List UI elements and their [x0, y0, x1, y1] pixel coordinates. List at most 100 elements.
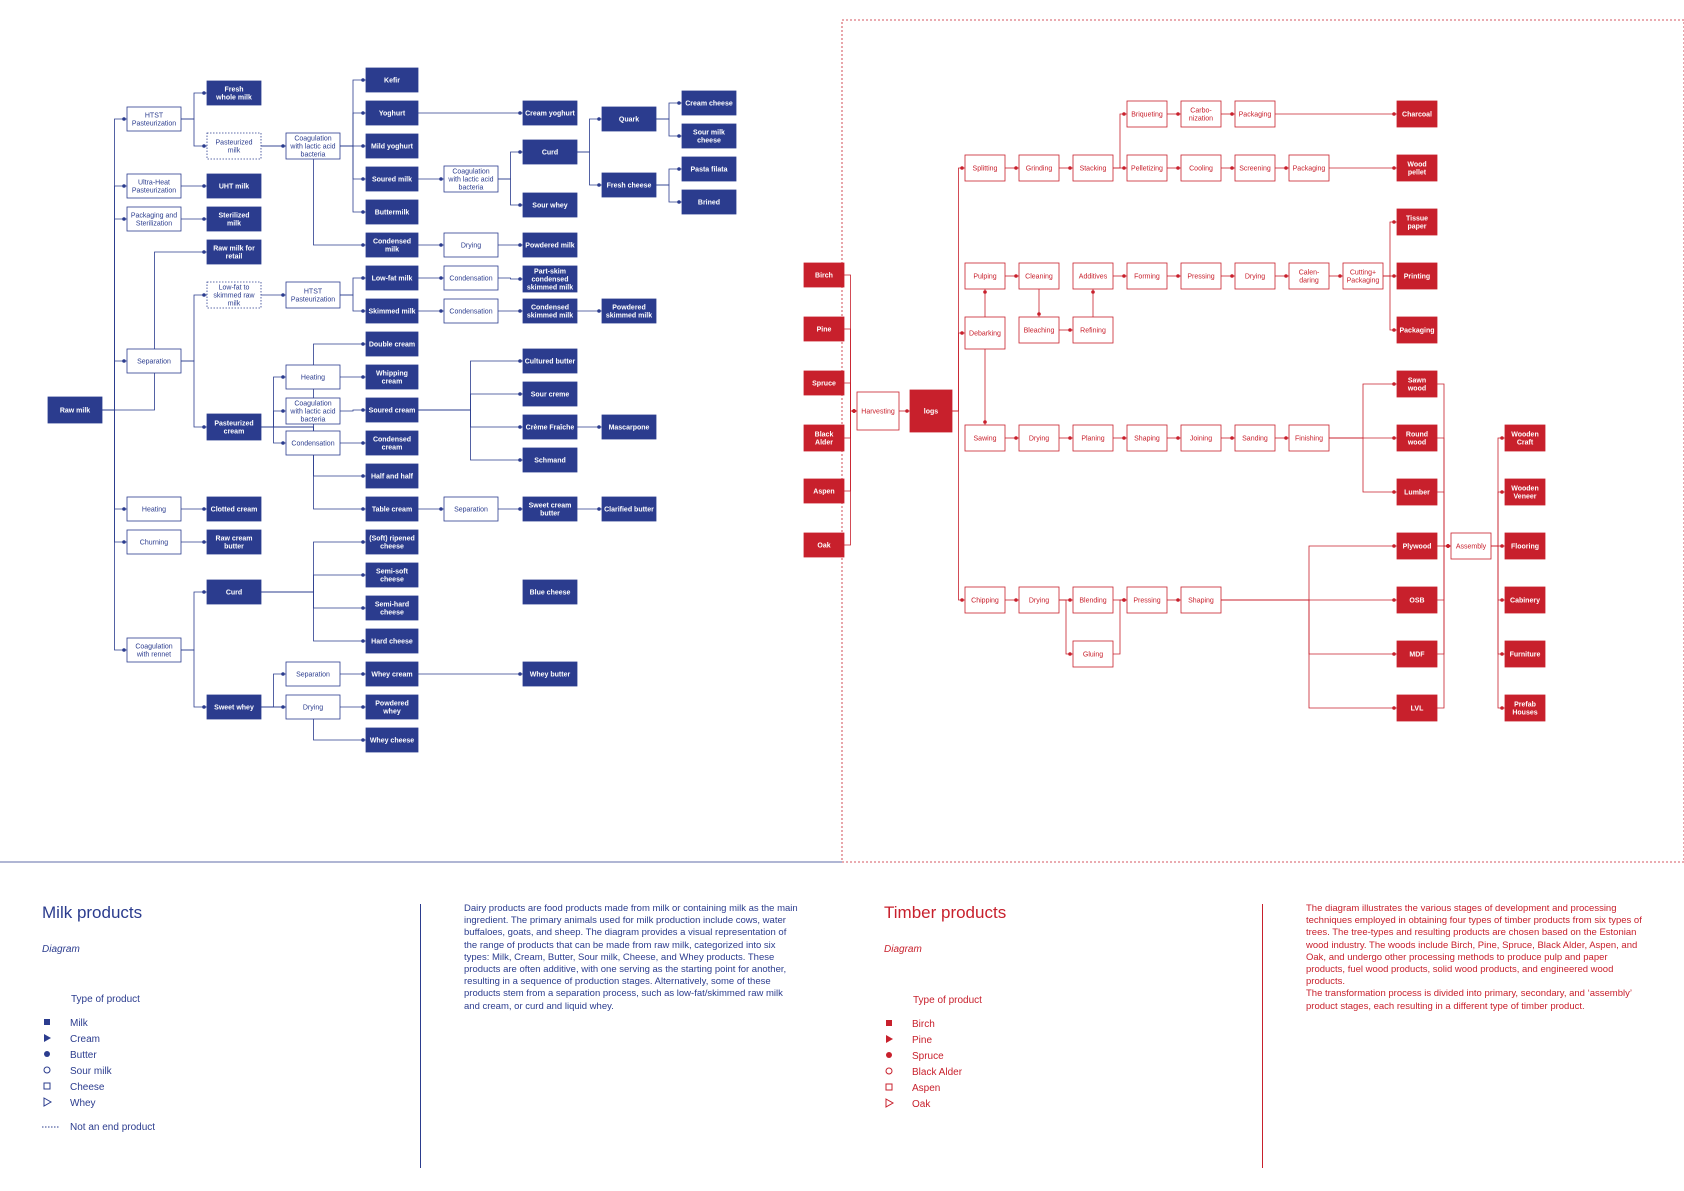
- edge-logs-chip: [952, 410, 965, 601]
- connector-dot: [1392, 220, 1396, 224]
- node-box: [522, 381, 578, 407]
- node-buttermilk: Buttermilk: [365, 199, 419, 225]
- node-box: [206, 132, 262, 160]
- node-box: [1018, 586, 1060, 614]
- node-label: Yoghurt: [379, 110, 406, 117]
- edge-raw-sep: [102, 360, 127, 411]
- milk-edges: [102, 78, 682, 742]
- node-shaping: Shaping: [1180, 586, 1222, 614]
- connector-dot: [202, 293, 206, 297]
- node-label: Carbo-nization: [1189, 107, 1213, 122]
- node-box: [803, 316, 845, 342]
- node-box: [1504, 586, 1546, 614]
- connector-dot: [202, 184, 206, 188]
- node-calen-daring: Calen-daring: [1288, 262, 1330, 290]
- node-label: Separation: [454, 506, 488, 513]
- node-box: [206, 80, 262, 106]
- node-separation: Separation: [443, 496, 499, 522]
- connector-dot: [281, 375, 285, 379]
- node-label: Furniture: [1510, 651, 1541, 658]
- edge-past-cond: [261, 145, 366, 246]
- node-label: Condensation: [449, 275, 492, 282]
- node-box: [1234, 100, 1276, 128]
- node-brined: Brined: [681, 189, 737, 215]
- node-pressing: Pressing: [1126, 586, 1168, 614]
- node-fresh-cheese: Fresh cheese: [601, 172, 657, 198]
- connector-dot: [281, 409, 285, 413]
- node-briqueting: Briqueting: [1126, 100, 1168, 128]
- node-box: [443, 165, 499, 193]
- node-box: [1180, 424, 1222, 452]
- node-label: Schmand: [534, 457, 566, 464]
- connector-dot: [905, 409, 909, 413]
- node-box: [126, 173, 182, 199]
- connector-dot: [361, 606, 365, 610]
- node-box: [522, 414, 578, 440]
- node-label: Pressing: [1187, 273, 1214, 280]
- connector-dot: [361, 309, 365, 313]
- legend-item-butter: Butter: [42, 1049, 97, 1062]
- connector-dot: [1500, 598, 1504, 602]
- node-box: [126, 348, 182, 374]
- connector-dot: [202, 144, 206, 148]
- node-box: [522, 661, 578, 687]
- connector-dot: [1122, 436, 1126, 440]
- node-box: [601, 496, 657, 522]
- node-flooring: Flooring: [1504, 532, 1546, 560]
- node-label: Lumber: [1404, 489, 1430, 496]
- node-label: Shaping: [1134, 435, 1160, 442]
- node-soured-cream: Soured cream: [365, 397, 419, 423]
- edge-oak-harv: [844, 410, 857, 546]
- node-splitting: Splitting: [964, 154, 1006, 182]
- node-schmand: Schmand: [522, 447, 578, 473]
- legend-label: Cream: [70, 1034, 101, 1045]
- node-drying: Drying: [1234, 262, 1276, 290]
- node-debarking: Debarking: [964, 316, 1006, 350]
- node-label: Skimmed milk: [368, 308, 415, 315]
- node-label: Condensation: [291, 440, 334, 447]
- node-box: [964, 316, 1006, 350]
- node-label: Screening: [1239, 165, 1271, 172]
- edge-raw-retail: [102, 251, 207, 411]
- connector-dot: [1392, 652, 1396, 656]
- connector-dot: [597, 117, 601, 121]
- node-box: [1072, 640, 1114, 668]
- node-label: Gluing: [1083, 651, 1103, 658]
- node-box: [285, 661, 341, 687]
- open-circle-icon: [42, 1065, 70, 1078]
- connector-dot: [960, 166, 964, 170]
- connector-dot: [1284, 166, 1288, 170]
- node-box: [285, 281, 341, 309]
- node-label: Blue cheese: [530, 589, 571, 596]
- connector-dot: [1446, 544, 1450, 548]
- node-box: [365, 166, 419, 192]
- connector-dot: [1500, 436, 1504, 440]
- node-box: [126, 106, 182, 132]
- connector-dot: [677, 134, 681, 138]
- legend-item-sour-milk: Sour milk: [42, 1065, 112, 1078]
- node-label: Clotted cream: [211, 506, 258, 513]
- node-box: [365, 364, 419, 390]
- node-box: [1126, 154, 1168, 182]
- node-box: [1072, 154, 1114, 182]
- node-box: [1126, 586, 1168, 614]
- node-cream-cheese: Cream cheese: [681, 90, 737, 116]
- connector-dot: [122, 217, 126, 221]
- connector-dot: [1392, 544, 1396, 548]
- node-label: Aspen: [813, 488, 834, 495]
- legend-label: Oak: [912, 1099, 931, 1110]
- node-label: Packaging: [1239, 111, 1272, 118]
- node-condensation: Condensation: [285, 430, 341, 456]
- node-label: Curd: [226, 589, 242, 596]
- node-box: [1396, 478, 1438, 506]
- node-osb: OSB: [1396, 586, 1438, 614]
- node-label: Cleaning: [1025, 273, 1053, 280]
